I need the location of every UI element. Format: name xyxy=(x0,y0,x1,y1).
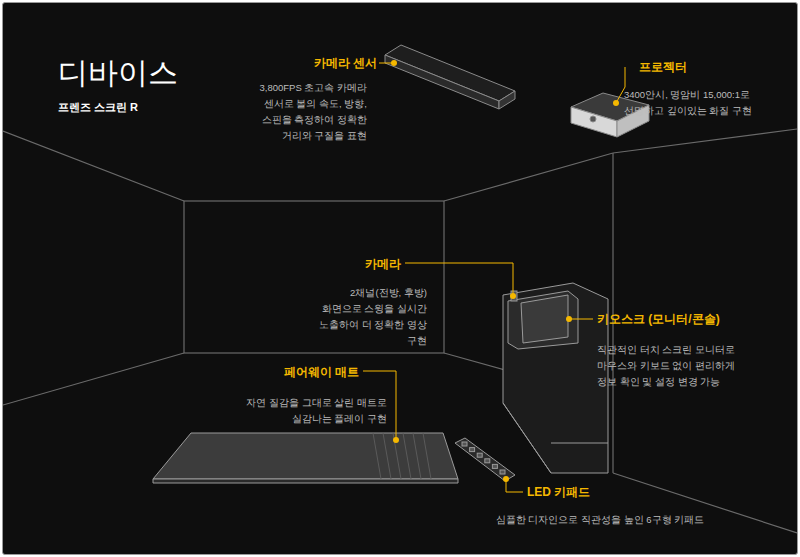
keypad-key xyxy=(462,442,467,446)
subtitle: 프렌즈 스크린 R xyxy=(58,100,138,115)
callout-heading: 카메라 센서 xyxy=(314,55,377,72)
led-keypad xyxy=(455,438,515,481)
page-title: 디바이스 xyxy=(58,53,178,94)
camera-sensor xyxy=(385,45,515,109)
keypad-key xyxy=(500,470,505,474)
callout-text: 자연 질감을 그대로 살린 매트로 실감나는 플레이 구현 xyxy=(237,395,387,427)
callout-heading: 카메라 xyxy=(365,256,401,273)
kiosk xyxy=(503,283,608,473)
keypad-key xyxy=(477,453,482,457)
room-lines xyxy=(3,129,797,533)
leader-lines xyxy=(363,63,625,492)
callout-text: 심플한 디자인으로 직관성을 높인 6구형 키패드 xyxy=(485,512,715,528)
keypad-key xyxy=(492,464,497,468)
callout-heading: 키오스크 (모니터/콘솔) xyxy=(597,311,720,328)
callout-text: 직관적인 터치 스크린 모니터로 마우스와 키보드 없이 편리하게 정보 확인 … xyxy=(597,342,747,390)
keypad-key xyxy=(485,459,490,463)
callout-text: 3400안시, 명암비 15,000:1로 선명하고 깊이있는 화질 구현 xyxy=(624,87,784,119)
keypad-key xyxy=(470,448,475,452)
callout-text: 3,800FPS 초고속 카메라 센서로 볼의 속도, 방향, 스핀을 측정하여… xyxy=(232,80,367,144)
leader-dots xyxy=(391,60,619,482)
callout-heading: 프로젝터 xyxy=(639,59,687,76)
fairway-mat xyxy=(153,433,458,483)
callout-text: 2채널(전방, 후방) 화면으로 스윙을 실시간 노출하여 더 정확한 영상 구… xyxy=(315,285,427,349)
callout-heading: 페어웨이 매트 xyxy=(284,364,359,381)
callout-heading: LED 키패드 xyxy=(527,484,590,501)
